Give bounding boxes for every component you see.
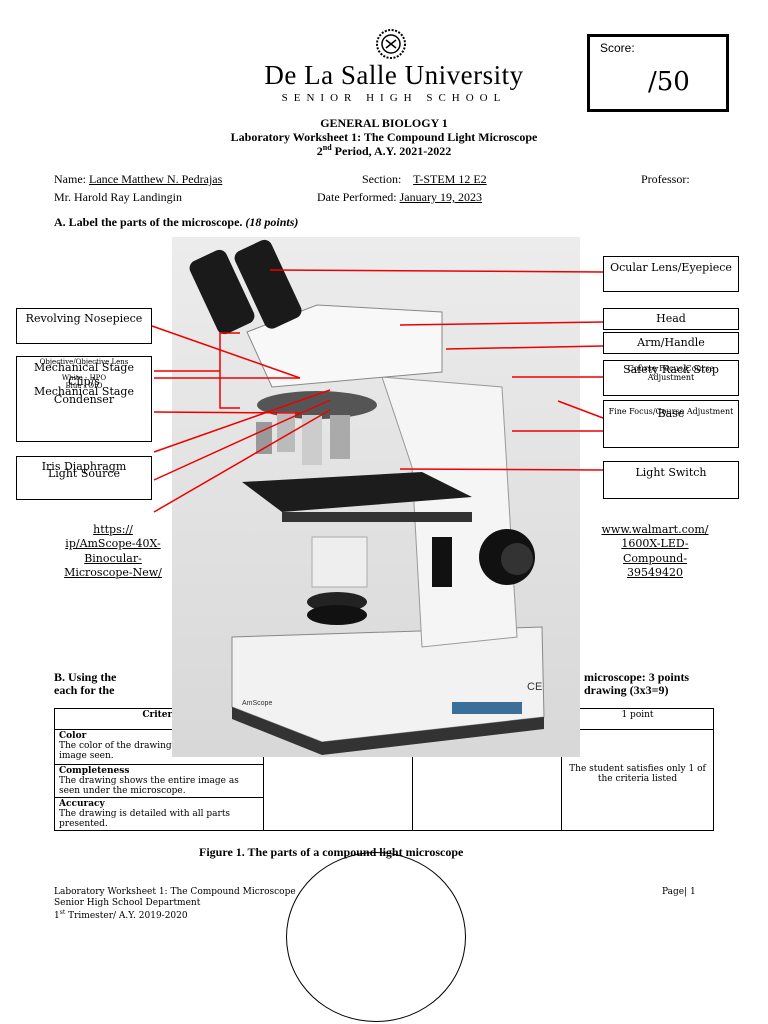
label-iris-diaphragm: Iris Diaphragm Light Source bbox=[16, 456, 152, 500]
dlsu-seal-icon bbox=[374, 28, 408, 64]
professor-value: Mr. Harold Ray Landingin bbox=[54, 190, 182, 204]
label-fine-focus: Fine Focus/Course Adjustment Base bbox=[603, 400, 739, 448]
label-ocular-lens: Ocular Lens/Eyepiece bbox=[603, 256, 739, 292]
ce-mark: CE bbox=[527, 681, 542, 693]
figure-caption: Figure 1. The parts of a compound light … bbox=[199, 845, 464, 859]
professor-label: Professor: bbox=[641, 172, 690, 186]
source-url-right[interactable]: www.walmart.com/ 1600X-LED- Compound- 39… bbox=[601, 523, 709, 579]
label-safety-rack-stop: Safety Rack Stop Course Focus/Course Adj… bbox=[603, 360, 739, 396]
name-field: Name: Lance Matthew N. Pedrajas bbox=[54, 172, 223, 186]
label-light-switch: Light Switch bbox=[603, 461, 739, 499]
drawing-circle[interactable] bbox=[286, 852, 466, 1022]
label-revolving-nosepiece: Revolving Nosepiece bbox=[16, 308, 152, 344]
score-label: Score: bbox=[600, 41, 635, 55]
school-name: SENIOR HIGH SCHOOL bbox=[281, 92, 507, 104]
label-objective-group: Objective/Objective Lens Mechanical Stag… bbox=[16, 356, 152, 442]
part-a-heading: A. Label the parts of the microscope. (1… bbox=[54, 215, 299, 229]
date-field: Date Performed: January 19, 2023 bbox=[317, 190, 482, 204]
section-field: Section: T-STEM 12 E2 bbox=[362, 172, 487, 186]
date-value: January 19, 2023 bbox=[399, 190, 482, 204]
page-number: Page| 1 bbox=[662, 887, 696, 897]
worksheet-title: Laboratory Worksheet 1: The Compound Lig… bbox=[230, 130, 538, 144]
part-b-line1-right: microscope: 3 points bbox=[584, 670, 690, 684]
source-url-left[interactable]: https:// ip/AmScope-40X- Binocular- Micr… bbox=[64, 523, 162, 579]
col-1pt-desc: The student satisfies only 1 of the crit… bbox=[561, 729, 714, 831]
microscope-photo: AmScope CE bbox=[172, 237, 580, 757]
score-box: Score: /50 bbox=[587, 34, 729, 112]
university-name: De La Salle University bbox=[264, 60, 524, 90]
label-head: Head bbox=[603, 308, 739, 330]
part-b-line2-right: drawing (3x3=9) bbox=[584, 683, 669, 697]
period-line: 2nd Period, A.Y. 2021-2022 bbox=[316, 143, 452, 158]
part-b-line1-left: B. Using the bbox=[54, 670, 117, 684]
brand-mark: AmScope bbox=[242, 700, 272, 707]
footer-left: Laboratory Worksheet 1: The Compound Mic… bbox=[54, 887, 296, 921]
part-b-line2-left: each for the bbox=[54, 683, 115, 697]
label-arm-handle: Arm/Handle bbox=[603, 332, 739, 354]
section-value: T-STEM 12 E2 bbox=[413, 172, 487, 186]
score-value: /50 bbox=[648, 67, 690, 97]
course-title: GENERAL BIOLOGY 1 bbox=[320, 116, 448, 130]
name-value: Lance Matthew N. Pedrajas bbox=[89, 172, 223, 186]
